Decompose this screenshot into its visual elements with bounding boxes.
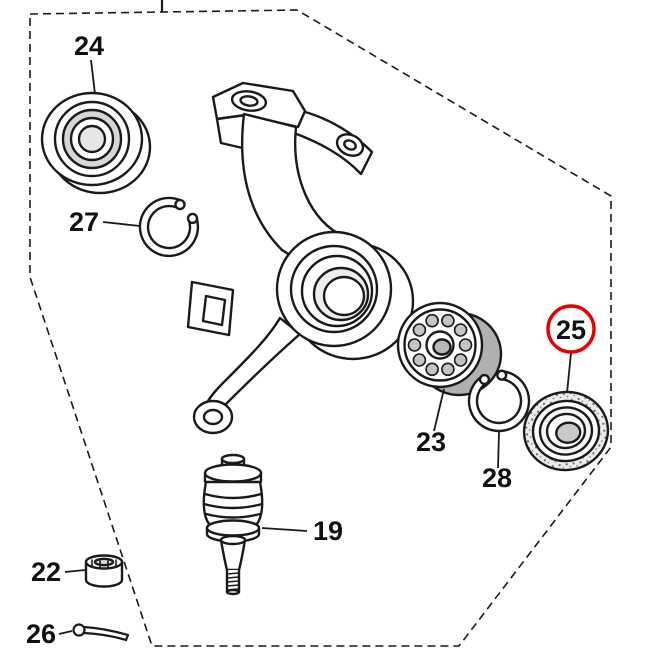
steering-knuckle <box>186 81 415 435</box>
part-24-bearing <box>40 91 152 195</box>
part-28-snap-ring <box>467 369 531 433</box>
assembly-boundary <box>29 0 612 647</box>
leader-line-23 <box>433 388 445 432</box>
part-label-23: 23 <box>416 427 446 457</box>
leader-line-26 <box>58 630 73 635</box>
leader-line-28 <box>497 431 500 469</box>
part-label-22: 22 <box>31 557 61 587</box>
bearing-balls <box>407 313 473 377</box>
leader-line-19 <box>261 527 308 532</box>
part-27-snap-ring <box>138 196 200 258</box>
part-23-ball-bearing <box>396 301 503 397</box>
leader-line-25 <box>566 352 572 394</box>
leader-line-22 <box>64 569 86 573</box>
knuckle-right-ear <box>292 108 374 176</box>
leader-line-24 <box>90 59 96 95</box>
part-label-28: 28 <box>482 463 512 493</box>
part-label-26: 26 <box>26 619 56 649</box>
part-label-27: 27 <box>69 207 99 237</box>
part-22-castle-nut <box>84 554 124 588</box>
highlight-circle-25 <box>546 304 596 354</box>
leader-line-27 <box>102 221 141 227</box>
part-label-25: 25 <box>556 315 586 345</box>
part-26-cotter-pin <box>72 623 130 642</box>
callouts: 24 27 23 28 25 19 22 26 <box>26 31 596 649</box>
part-19-ball-joint <box>202 453 264 596</box>
part-label-19: 19 <box>313 516 343 546</box>
part-label-24: 24 <box>74 31 104 61</box>
part-25-seal <box>522 390 610 472</box>
